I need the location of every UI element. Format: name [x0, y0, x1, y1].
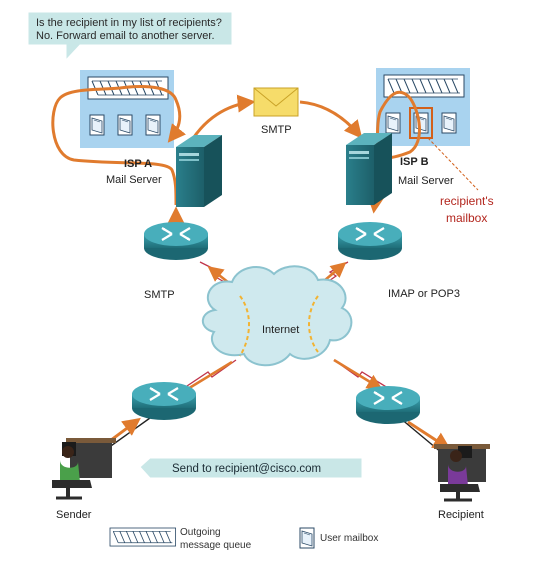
user-mailbox-icon	[117, 114, 133, 136]
isp-a-server-label: Mail Server	[106, 174, 162, 186]
mail-server-a-icon	[176, 135, 222, 207]
send-to-banner: Send to recipient@cisco.com	[139, 457, 363, 479]
recipient-mailbox-highlight	[409, 107, 433, 139]
sender-label: Sender	[56, 509, 92, 521]
legend-queue-line-2: message queue	[180, 540, 252, 551]
mail-server-b-icon	[346, 133, 392, 205]
outgoing-queue-legend-icon	[109, 527, 177, 547]
smtp-label-left: SMTP	[144, 289, 175, 301]
user-mailbox-icon	[441, 112, 457, 134]
legend: Outgoing message queue User mailbox	[109, 527, 378, 551]
send-to-text: Send to recipient@cisco.com	[172, 463, 321, 475]
user-mailbox-icon	[89, 114, 105, 136]
router-isp-a-icon	[142, 220, 210, 262]
router-recipient-icon	[354, 384, 422, 426]
callout-line-2: No. Forward email to another server.	[36, 30, 215, 42]
smtp-label-top: SMTP	[261, 124, 292, 136]
legend-mailbox: User mailbox	[320, 533, 378, 544]
recipient-label: Recipient	[438, 509, 484, 521]
callout-line-1: Is the recipient in my list of recipient…	[36, 17, 222, 29]
recipient-mailbox-pointer	[427, 137, 479, 191]
recipients-mailbox-label-2: mailbox	[446, 211, 487, 225]
router-isp-b-icon	[336, 220, 404, 262]
user-mailbox-icon	[413, 112, 429, 134]
envelope-icon	[253, 87, 299, 117]
isp-b-label: ISP B	[400, 156, 429, 168]
user-mailbox-icon	[385, 112, 401, 134]
router-sender-icon	[130, 380, 198, 422]
isp-a-mailbox-panel	[80, 70, 174, 148]
isp-a-label: ISP A	[124, 158, 152, 170]
legend-queue-line-1: Outgoing	[180, 527, 221, 538]
internet-cloud-icon	[201, 265, 353, 367]
sender-workstation-icon	[52, 438, 116, 500]
user-mailbox-icon	[145, 114, 161, 136]
isp-b-server-label: Mail Server	[398, 175, 454, 187]
imap-pop3-label: IMAP or POP3	[388, 288, 460, 300]
internet-label: Internet	[262, 324, 299, 336]
recipients-mailbox-label-1: recipient's	[440, 194, 494, 208]
user-mailbox-legend-icon	[299, 527, 315, 549]
callout-bubble: Is the recipient in my list of recipient…	[27, 11, 233, 62]
recipient-workstation-icon	[434, 444, 490, 502]
